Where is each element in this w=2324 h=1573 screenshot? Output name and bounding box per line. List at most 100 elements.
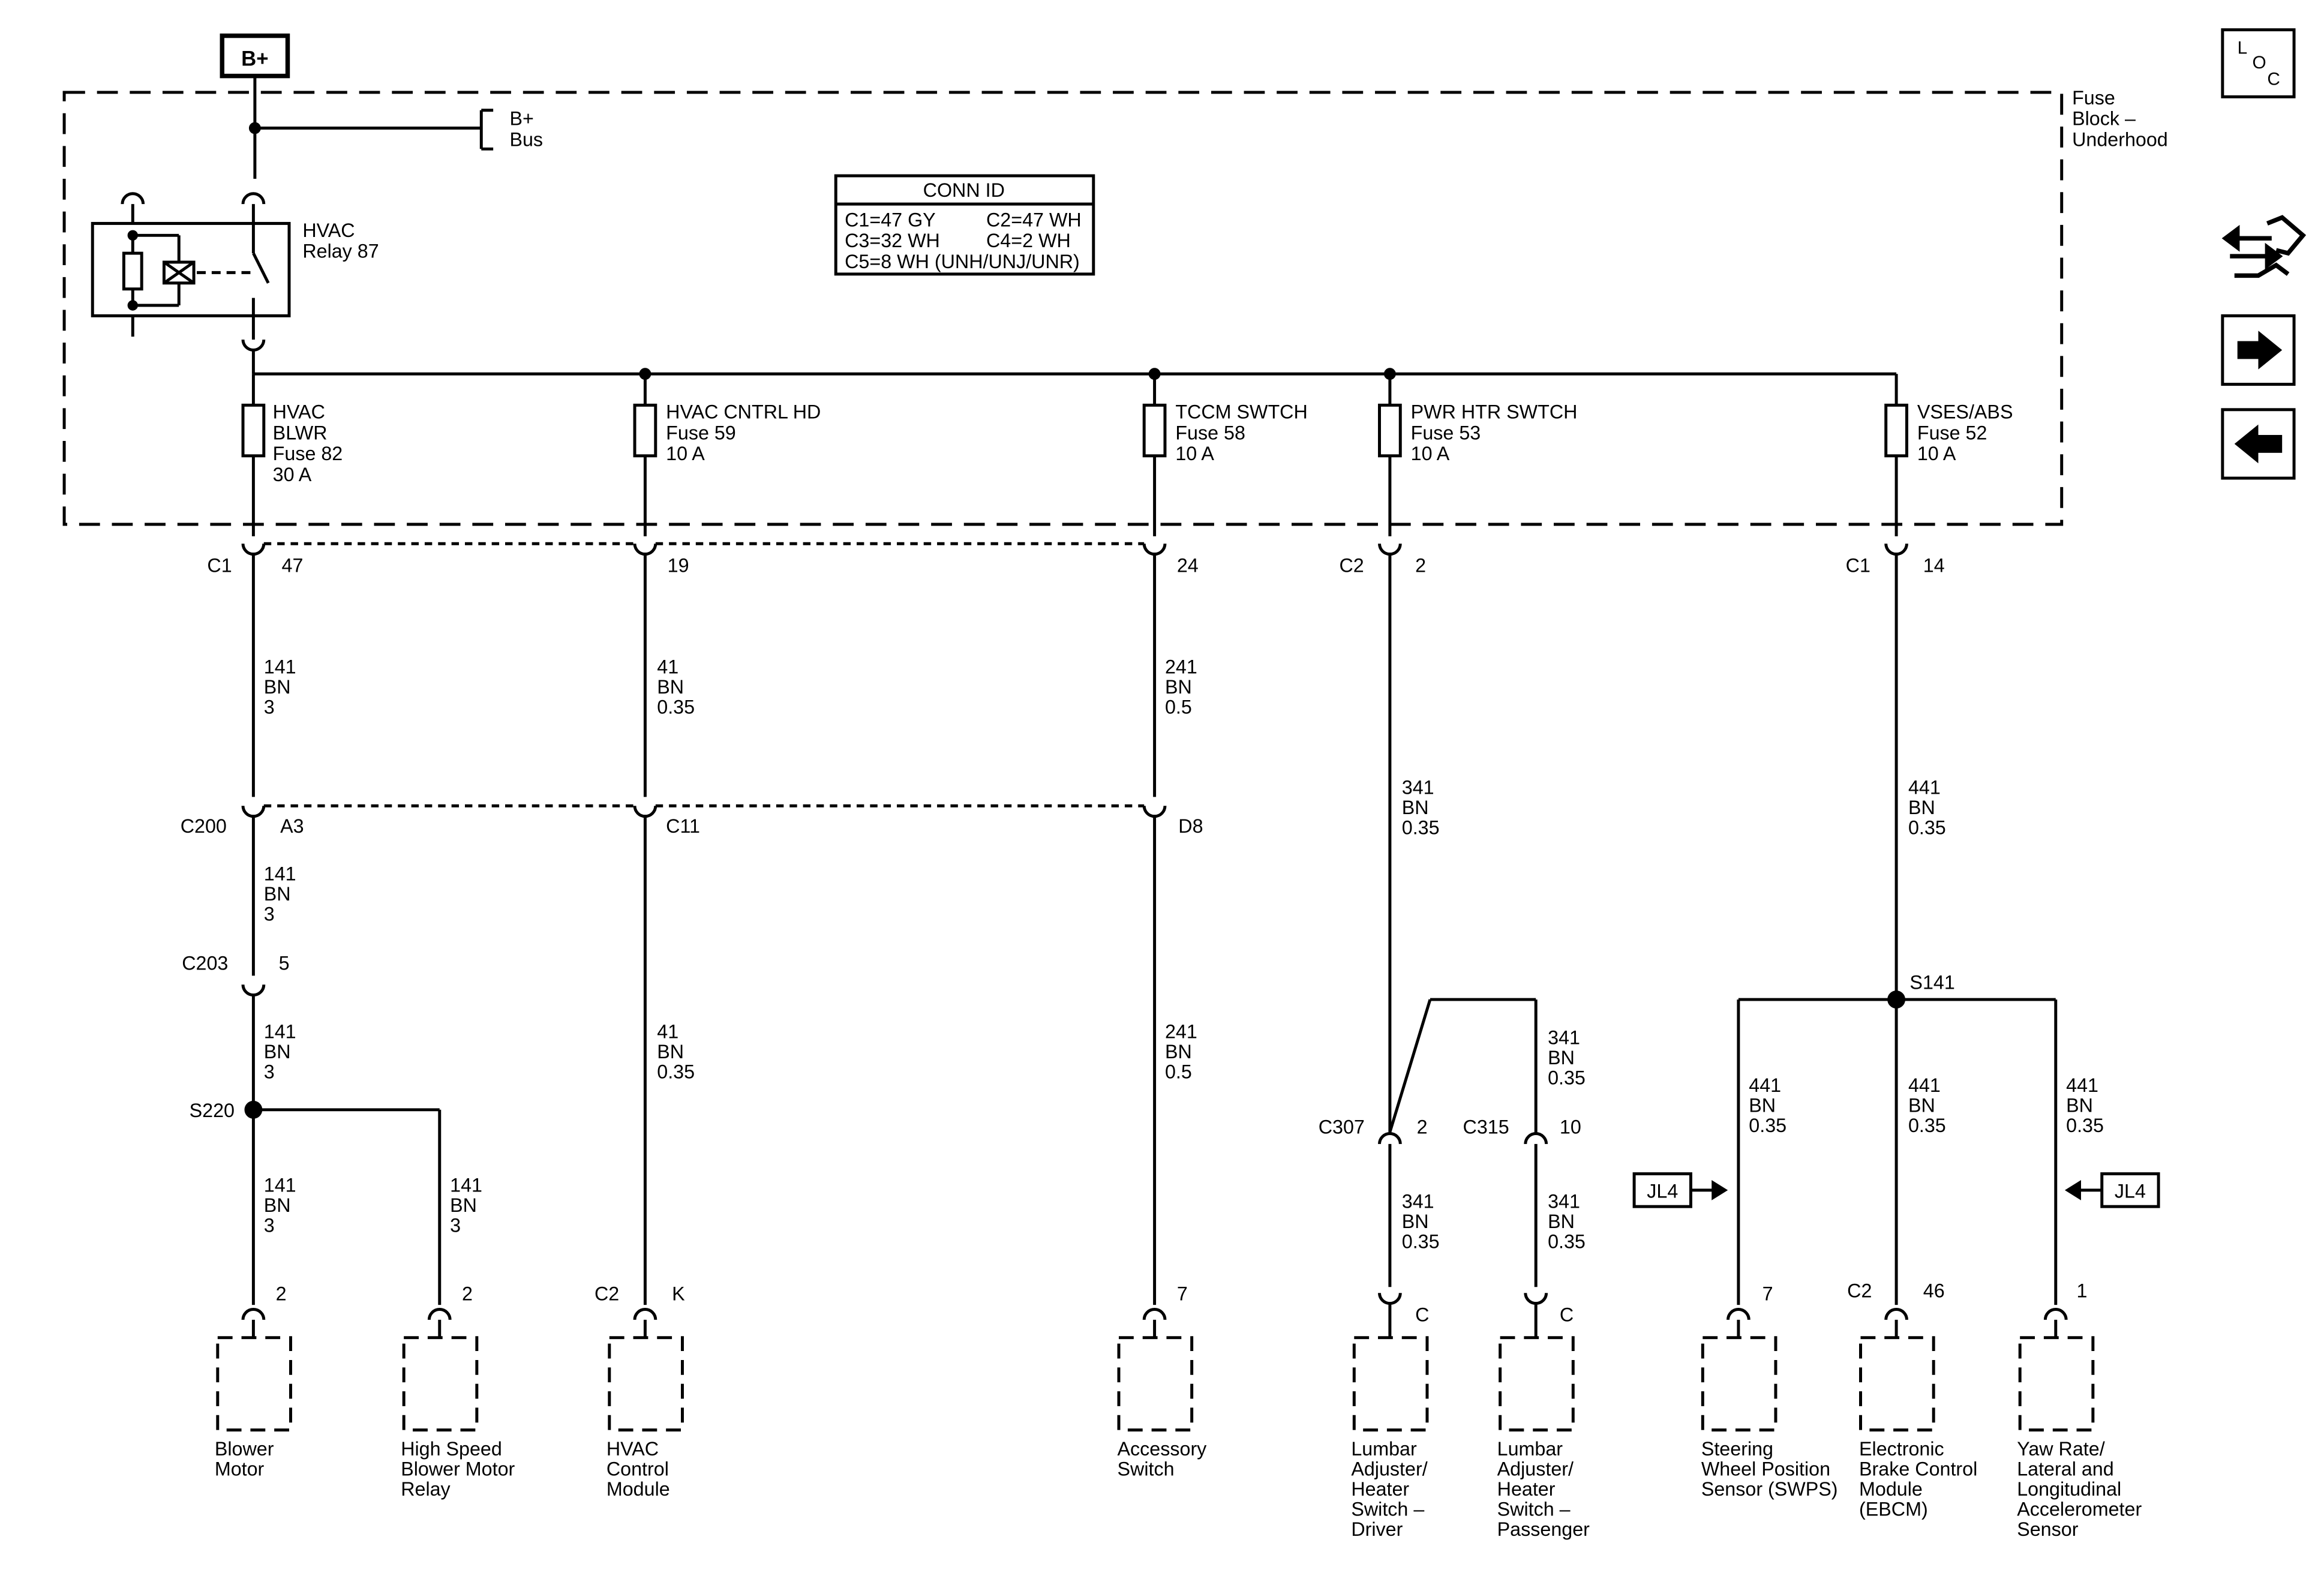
- component-label: Blower Motor: [401, 1458, 515, 1479]
- component-label: Lumbar: [1351, 1438, 1417, 1460]
- wire-label-w341: BN: [1402, 1211, 1429, 1232]
- relay-label: HVAC: [302, 220, 355, 241]
- relay-resistor: [122, 251, 143, 291]
- component-label: Lateral and: [2017, 1458, 2113, 1479]
- yaw-sensor-box: [2018, 1336, 2095, 1432]
- component-label: Electronic: [1859, 1438, 1944, 1460]
- connector-c1-left: C1: [207, 554, 232, 576]
- wire-label-w441: 441: [1908, 1074, 1941, 1096]
- wire-label-w441: 0.35: [1908, 816, 1946, 838]
- component-label: Control: [606, 1458, 669, 1479]
- hvac-control-module-box: [608, 1336, 684, 1432]
- pin-hvac-mod: K: [672, 1283, 685, 1305]
- wire-label-w141: BN: [264, 676, 291, 698]
- pin-14: 14: [1923, 554, 1945, 576]
- jl4-right-label: JL4: [2115, 1180, 2146, 1202]
- component-label: Switch –: [1351, 1498, 1424, 1520]
- component-label: Switch –: [1497, 1498, 1571, 1520]
- conn-id-cell: C3=32 WH: [845, 230, 940, 251]
- wire-label-w241: BN: [1165, 1041, 1192, 1062]
- loc-letter: C: [2267, 70, 2280, 89]
- conn-id-cell: C4=2 WH: [986, 230, 1071, 251]
- fuse-53: [1378, 403, 1402, 458]
- wire-label-w141: 141: [450, 1174, 482, 1196]
- component-label: Blower: [215, 1438, 274, 1460]
- pin-accessory: 7: [1177, 1283, 1188, 1305]
- wire-label-w441: 441: [1908, 776, 1941, 798]
- pin-ebcm: 46: [1923, 1280, 1945, 1302]
- wire-label-w441: 0.35: [1908, 1115, 1946, 1136]
- wire-label-w41: 0.35: [657, 1061, 695, 1083]
- connector-c315: C315: [1463, 1116, 1509, 1138]
- fuse-label: Fuse 58: [1175, 422, 1245, 443]
- component-label: Heater: [1497, 1478, 1556, 1500]
- fuse-58: [1142, 403, 1167, 458]
- pin-lumbar-passenger: C: [1560, 1304, 1574, 1325]
- wire-label-w141: 3: [264, 1214, 275, 1236]
- bus-label: B+: [509, 108, 533, 130]
- pin-yaw: 1: [2077, 1280, 2088, 1302]
- wire-label-w341: 0.35: [1402, 1231, 1440, 1253]
- fuse-label: HVAC: [273, 401, 325, 423]
- wire-label-w141: BN: [450, 1194, 477, 1216]
- component-label: High Speed: [401, 1438, 502, 1460]
- relay-label: Relay 87: [302, 241, 379, 262]
- next-arrow-icon[interactable]: [2221, 314, 2296, 386]
- wire-label-w41: BN: [657, 1041, 684, 1062]
- component-label: Driver: [1351, 1518, 1403, 1540]
- fuse-label: 10 A: [1917, 443, 1956, 464]
- lumbar-passenger-box: [1499, 1336, 1575, 1432]
- wire-label-w141: BN: [264, 1194, 291, 1216]
- component-label: Sensor (SWPS): [1701, 1478, 1838, 1500]
- wire-label-w341: 0.35: [1548, 1067, 1586, 1089]
- pin-24: 24: [1177, 554, 1199, 576]
- pin-c315-10: 10: [1560, 1116, 1581, 1138]
- wire-label-w341: BN: [1548, 1211, 1575, 1232]
- wire-label-w441: BN: [1749, 1095, 1776, 1116]
- wire-label-w341: 341: [1548, 1191, 1580, 1212]
- wire-label-w141: 141: [264, 1174, 296, 1196]
- loc-icon[interactable]: [2221, 28, 2296, 98]
- loc-letter: L: [2238, 38, 2248, 58]
- wire-label-w141: 141: [264, 1021, 296, 1043]
- connector-ebcm: C2: [1847, 1280, 1872, 1302]
- high-speed-blower-relay-box: [402, 1336, 479, 1432]
- pin-c307-2: 2: [1417, 1116, 1428, 1138]
- fuse-block-boundary: [62, 91, 2064, 526]
- wire-label-w241: 0.5: [1165, 1061, 1192, 1083]
- wire-label-w41: 0.35: [657, 696, 695, 718]
- previous-arrow-icon[interactable]: [2221, 408, 2296, 480]
- component-label: Switch: [1118, 1458, 1175, 1479]
- fuse-59: [633, 403, 657, 458]
- fuse-label: Fuse 82: [273, 443, 343, 464]
- b-plus-label: B+: [241, 47, 268, 70]
- wire-label-w141: BN: [264, 883, 291, 905]
- loc-letter: O: [2253, 53, 2266, 73]
- ebcm-box: [1859, 1336, 1935, 1432]
- conn-id-cell: C1=47 GY: [845, 209, 936, 230]
- fuse-label: 10 A: [1411, 443, 1450, 464]
- wire-label-w341: BN: [1548, 1047, 1575, 1068]
- component-label: Motor: [215, 1458, 265, 1479]
- wire-label-w441: 441: [2066, 1074, 2098, 1096]
- schematic-tools-icon[interactable]: [2221, 215, 2307, 278]
- fuse-block-title: Underhood: [2072, 128, 2168, 150]
- fuse-label: 10 A: [666, 443, 705, 464]
- pin-lumbar-driver: C: [1415, 1304, 1429, 1325]
- component-label: Adjuster/: [1497, 1458, 1574, 1479]
- component-label: Module: [1859, 1478, 1923, 1500]
- hvac-relay-box: [91, 221, 291, 317]
- fuse-label: 30 A: [273, 464, 312, 485]
- wire-label-w241: 241: [1165, 656, 1197, 677]
- wire-label-w441: BN: [1908, 797, 1935, 818]
- wire-label-w341: 341: [1402, 776, 1434, 798]
- pin-47: 47: [282, 554, 304, 576]
- component-label: Brake Control: [1859, 1458, 1977, 1479]
- component-label: Lumbar: [1497, 1438, 1563, 1460]
- wire-label-w141: 3: [450, 1214, 461, 1236]
- fuse-label: 10 A: [1175, 443, 1214, 464]
- wire-label-w441: 441: [1749, 1074, 1781, 1096]
- conn-id-cell: C5=8 WH (UNH/UNJ/UNR): [845, 251, 1080, 272]
- pin-c11: C11: [666, 815, 700, 837]
